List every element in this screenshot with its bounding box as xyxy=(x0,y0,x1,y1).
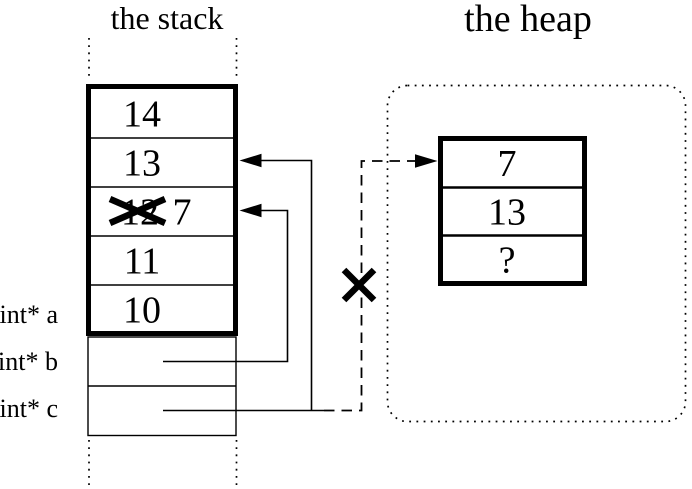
pointer-b-line xyxy=(163,209,289,363)
stack-cell-3-value: 11 xyxy=(124,241,161,283)
stack-cell-2-new-value: 7 xyxy=(173,192,192,234)
dangling-pointer-dashed-line xyxy=(324,160,415,412)
stack-title: the stack xyxy=(111,0,224,36)
pointer-label-c: int* c xyxy=(0,394,58,423)
heap-cell-0-value: 7 xyxy=(498,143,517,185)
stack-cell-0-value: 14 xyxy=(123,94,161,136)
pointer-label-b: int* b xyxy=(0,347,58,376)
heap-cell-1-value: 13 xyxy=(488,192,526,234)
heap-cell-2-value: ? xyxy=(499,240,516,282)
heap-title: the heap xyxy=(464,0,592,40)
dangling-pointer-arrowhead xyxy=(415,154,438,168)
invalid-pointer-x-icon xyxy=(341,267,377,303)
pointer-c-arrowhead xyxy=(239,153,262,168)
stack-cell-1-value: 13 xyxy=(123,143,161,185)
heap-region-dotted-border xyxy=(386,84,687,423)
pointer-b-arrowhead xyxy=(239,203,262,218)
pointer-label-a: int* a xyxy=(0,300,58,329)
stack-cell-4-value: 10 xyxy=(123,290,161,332)
heap-block-box xyxy=(438,136,587,286)
stack-frame-box xyxy=(86,84,238,336)
cross-out-x-icon xyxy=(108,196,167,226)
pointer-c-riser-line xyxy=(260,159,313,411)
